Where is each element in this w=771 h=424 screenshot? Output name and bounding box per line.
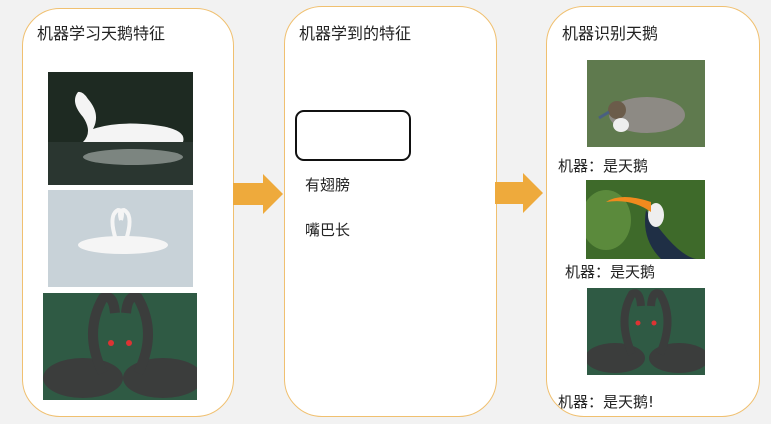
arrow-right-icon [495,173,543,213]
black-swan-image [43,293,197,400]
result-label-duck: 机器：是天鹅 [558,157,649,175]
duck-image [587,60,705,147]
arrow-right-icon [233,174,283,214]
feature-long-beak: 嘴巴长 [305,221,351,239]
black-swan-test-image [587,288,705,375]
result-label-black-swan: 机器：是天鹅! [558,393,655,411]
feature-blank-box [295,110,411,161]
recognize-title: 机器识别天鹅 [562,24,659,43]
training-title: 机器学习天鹅特征 [37,24,166,43]
swan-pair-image [48,190,193,287]
feature-wings: 有翅膀 [305,176,351,194]
features-panel [284,6,497,417]
result-label-toucan: 机器：是天鹅 [565,263,656,281]
toucan-image [586,180,705,259]
features-title: 机器学到的特征 [299,24,412,43]
white-swan-image [48,72,193,185]
